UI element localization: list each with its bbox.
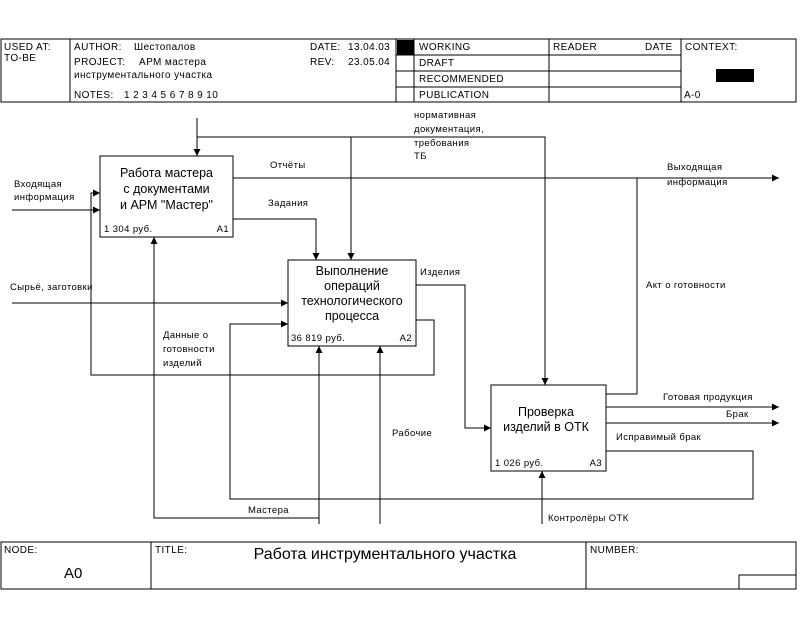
box-a1-title-1: Работа мастера bbox=[120, 166, 213, 180]
diagram-title: Работа инструментального участка bbox=[254, 546, 517, 563]
arrow-products bbox=[416, 284, 491, 432]
used-at-label: USED AT: bbox=[4, 42, 51, 53]
arrow-tasks bbox=[233, 218, 320, 260]
header-text: USED AT: TO-BE AUTHOR: Шестопалов PROJEC… bbox=[4, 42, 738, 101]
box-a2-frame bbox=[287, 259, 417, 347]
label-tasks: Задания bbox=[268, 198, 308, 209]
label-readiness-data-2: готовности bbox=[163, 344, 215, 355]
footer-border bbox=[0, 541, 797, 590]
label-fixable-defect: Исправимый брак bbox=[616, 432, 702, 443]
used-at-value: TO-BE bbox=[4, 53, 36, 64]
label-reports: Отчёты bbox=[270, 160, 306, 171]
node-value: A0 bbox=[64, 565, 82, 582]
box-a2-title-4: процесса bbox=[325, 309, 379, 323]
label-masters: Мастера bbox=[248, 505, 289, 516]
label-output-info-2: информация bbox=[667, 177, 728, 188]
label-readiness-data-1: Данные о bbox=[163, 330, 208, 341]
status-draft: DRAFT bbox=[419, 58, 454, 69]
rev-label: REV: bbox=[310, 57, 335, 68]
label-readiness-act: Акт о готовности bbox=[646, 280, 726, 291]
author-value: Шестопалов bbox=[134, 42, 196, 53]
footer-frame bbox=[0, 541, 797, 590]
status-working: WORKING bbox=[419, 42, 471, 53]
box-a2-title-3: технологического bbox=[301, 294, 403, 308]
box-a2-title-1: Выполнение bbox=[316, 264, 389, 278]
box-a1-title-2: с документами bbox=[123, 182, 209, 196]
status-recommended: RECOMMENDED bbox=[419, 74, 504, 85]
arrow-masters-to-a1 bbox=[150, 237, 319, 519]
box-a3-id: A3 bbox=[590, 458, 602, 469]
box-a2-title-2: операций bbox=[324, 279, 380, 293]
box-a1-cost: 1 304 руб. bbox=[104, 224, 153, 235]
label-input-info-2: информация bbox=[14, 192, 75, 203]
box-a3-cost: 1 026 руб. bbox=[495, 458, 544, 469]
arrow-readiness-data bbox=[90, 189, 435, 376]
label-products: Изделия bbox=[420, 267, 460, 278]
header-frame bbox=[0, 38, 797, 103]
activity-box-a3: Проверка изделий в ОТК 1 026 руб. A3 bbox=[490, 384, 607, 472]
box-a3-title-1: Проверка bbox=[518, 405, 574, 419]
arrow-normdoc-to-a3 bbox=[197, 136, 549, 385]
node-label: NODE: bbox=[4, 545, 38, 556]
arrow-readiness-act bbox=[606, 178, 638, 395]
notes-value: 1 2 3 4 5 6 7 8 9 10 bbox=[124, 90, 218, 101]
date-value: 13.04.03 bbox=[348, 42, 390, 53]
box-a1-title-3: и АРМ "Мастер" bbox=[120, 198, 213, 212]
arrow-fixable-defect bbox=[229, 320, 754, 500]
label-finished-products: Готовая продукция bbox=[663, 392, 753, 403]
label-input-info-1: Входящая bbox=[14, 179, 62, 190]
number-label: NUMBER: bbox=[590, 545, 639, 556]
notes-label: NOTES: bbox=[74, 90, 114, 101]
status-publication: PUBLICATION bbox=[419, 90, 489, 101]
label-workers: Рабочие bbox=[392, 428, 432, 439]
activity-box-a2: Выполнение операций технологического про… bbox=[287, 259, 417, 347]
arrow-labels: Входящая информация Сырьё, заготовки нор… bbox=[10, 110, 753, 524]
project-value-line1: АРМ мастера bbox=[139, 57, 206, 68]
box-a1-frame bbox=[99, 155, 234, 238]
label-controllers: Контролёры ОТК bbox=[548, 513, 629, 524]
label-output-info-1: Выходящая bbox=[667, 162, 722, 173]
label-readiness-data-3: изделий bbox=[163, 358, 202, 369]
rev-value: 23.05.04 bbox=[348, 57, 390, 68]
arrows bbox=[12, 118, 779, 524]
label-raw-materials: Сырьё, заготовки bbox=[10, 282, 93, 293]
box-a1-id: A1 bbox=[217, 224, 229, 235]
box-a3-frame bbox=[490, 384, 607, 472]
label-normdoc-4: ТБ bbox=[414, 151, 427, 162]
context-node: A-0 bbox=[684, 90, 701, 101]
label-normdoc-2: документация, bbox=[414, 124, 484, 135]
project-label: PROJECT: bbox=[74, 57, 126, 68]
context-label: CONTEXT: bbox=[685, 42, 738, 53]
date-label: DATE: bbox=[310, 42, 341, 53]
author-label: AUTHOR: bbox=[74, 42, 122, 53]
label-normdoc-3: требования bbox=[414, 138, 469, 149]
box-a3-title-2: изделий в ОТК bbox=[503, 420, 589, 434]
context-thumbnail bbox=[716, 69, 754, 82]
working-status-marker bbox=[397, 40, 414, 55]
header-border bbox=[0, 38, 797, 103]
activity-box-a1: Работа мастера с документами и АРМ "Маст… bbox=[99, 155, 234, 238]
project-value-line2: инструментального участка bbox=[74, 70, 212, 81]
footer-page-cell bbox=[738, 574, 797, 590]
label-normdoc-1: нормативная bbox=[414, 110, 476, 121]
reader-label: READER bbox=[553, 42, 597, 53]
box-a2-cost: 36 819 руб. bbox=[291, 333, 345, 344]
label-defect: Брак bbox=[726, 409, 749, 420]
title-label: TITLE: bbox=[155, 545, 187, 556]
footer-text: NODE: A0 TITLE: Работа инструментального… bbox=[4, 545, 639, 582]
reader-date-label: DATE bbox=[645, 42, 673, 53]
box-a2-id: A2 bbox=[400, 333, 412, 344]
